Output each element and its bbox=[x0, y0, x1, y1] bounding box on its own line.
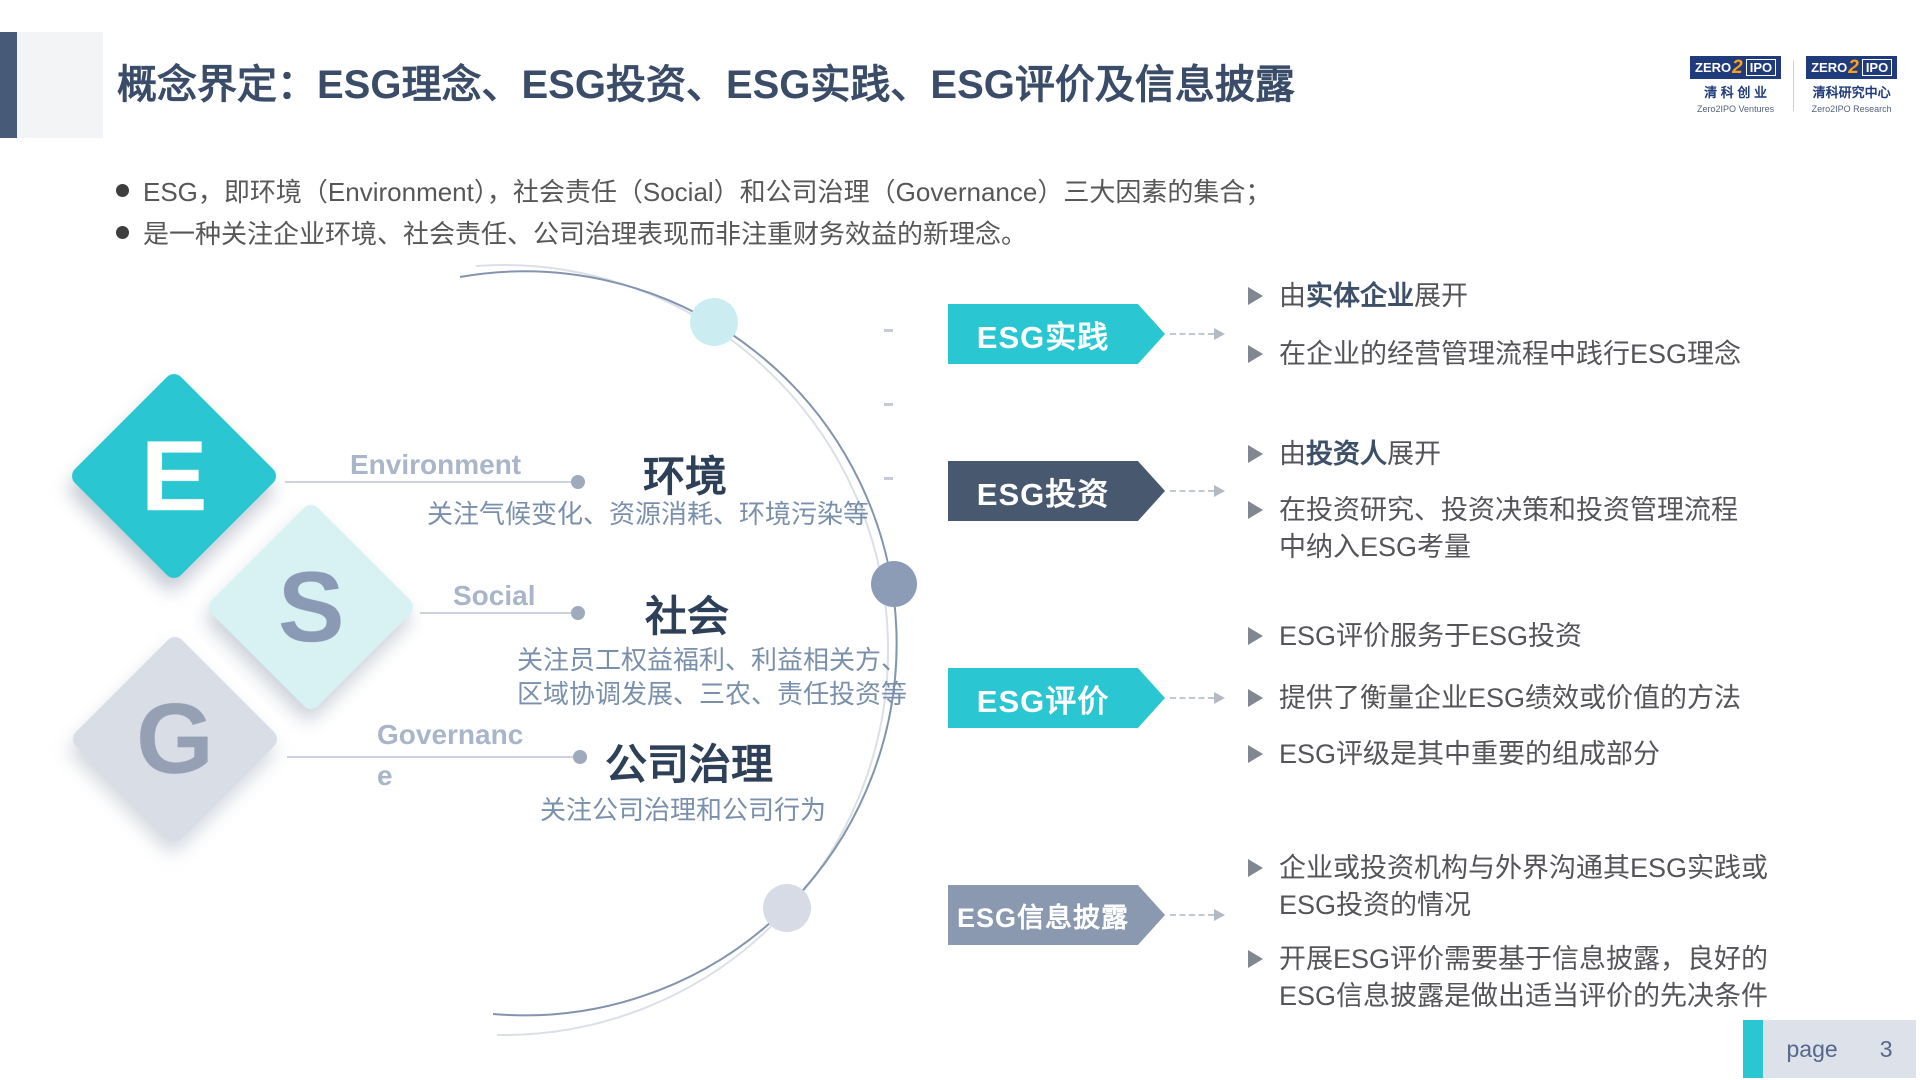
dashed-arrow-icon bbox=[1170, 485, 1225, 497]
point-text: 在投资研究、投资决策和投资管理流程 中纳入ESG考量 bbox=[1279, 495, 1738, 562]
diamond-letter-s: S bbox=[277, 550, 345, 663]
diamond-governance: G bbox=[68, 632, 282, 846]
arrow-bullet-icon bbox=[1248, 627, 1263, 645]
page-title: 概念界定：ESG理念、ESG投资、ESG实践、ESG评价及信息披露 bbox=[117, 63, 1295, 107]
environment-connector-line bbox=[285, 481, 578, 483]
point-text: 开展ESG评价需要基于信息披露，良好的 ESG信息披露是做出适当评价的先决条件 bbox=[1279, 944, 1769, 1011]
governance-connector-line bbox=[287, 756, 580, 758]
logo-ventures-en: Zero2IPO Ventures bbox=[1697, 104, 1775, 114]
arrow-bullet-icon bbox=[1248, 689, 1263, 707]
logo-zero-text: ZERO bbox=[1695, 60, 1732, 75]
heading-social: 社会 bbox=[645, 593, 730, 640]
logo-ipo-text: IPO bbox=[1745, 59, 1777, 76]
point-text: 由实体企业展开 bbox=[1279, 281, 1468, 311]
label-social: Social bbox=[453, 580, 536, 611]
point-text: 在企业的经营管理流程中践行ESG理念 bbox=[1279, 339, 1742, 369]
page-label: page bbox=[1786, 1035, 1838, 1062]
arrow-bullet-icon bbox=[1248, 859, 1263, 877]
heading-governance: 公司治理 bbox=[605, 741, 774, 788]
banner-esg-evaluation: ESG评价 bbox=[948, 668, 1165, 728]
point-practice-1: 由实体企业展开 bbox=[1248, 278, 1468, 315]
arrow-bullet-icon bbox=[1248, 287, 1263, 305]
arc-dot-gray bbox=[763, 884, 811, 932]
point-text: ESG评级是其中重要的组成部分 bbox=[1279, 739, 1661, 769]
arrow-bullet-icon bbox=[1248, 501, 1263, 519]
arc-dot-blue bbox=[871, 561, 917, 607]
desc-social: 关注员工权益福利、利益相关方、 区域协调发展、三农、责任投资等 bbox=[517, 645, 908, 709]
point-text: 由投资人展开 bbox=[1279, 439, 1441, 469]
governance-line-dot bbox=[573, 750, 587, 764]
point-text: ESG评价服务于ESG投资 bbox=[1279, 621, 1583, 651]
social-connector-line bbox=[420, 612, 578, 614]
label-governance-line2: e bbox=[377, 760, 393, 791]
footer-accent bbox=[1743, 1020, 1763, 1078]
logo-two-text: 2 bbox=[1732, 57, 1743, 78]
page-number: 3 bbox=[1879, 1035, 1893, 1062]
bullet-dot-icon bbox=[116, 184, 129, 197]
tick-dash bbox=[884, 403, 893, 406]
header-accent-square bbox=[17, 32, 103, 138]
tick-dash bbox=[884, 329, 893, 332]
dashed-arrow-icon bbox=[1170, 909, 1225, 921]
diamond-social: S bbox=[204, 500, 418, 714]
desc-governance: 关注公司治理和公司行为 bbox=[540, 795, 827, 825]
page-indicator: page 3 bbox=[1763, 1020, 1916, 1078]
header-accent-bar bbox=[0, 32, 17, 138]
point-disclosure-1: 企业或投资机构与外界沟通其ESG实践或 ESG投资的情况 bbox=[1248, 850, 1768, 924]
dashed-arrow-icon bbox=[1170, 328, 1225, 340]
logo-divider bbox=[1793, 61, 1795, 111]
logo-ventures-cn: 清 科 创 业 bbox=[1704, 85, 1767, 100]
logo-two-text: 2 bbox=[1848, 57, 1859, 78]
tick-dash bbox=[884, 477, 893, 480]
intro-bullet-1-text: ESG，即环境（Environment），社会责任（Social）和公司治理（G… bbox=[143, 177, 1272, 207]
point-evaluation-1: ESG评价服务于ESG投资 bbox=[1248, 618, 1582, 655]
banner-esg-disclosure: ESG信息披露 bbox=[948, 885, 1165, 945]
bullet-dot-icon bbox=[116, 226, 129, 239]
diamond-environment: E bbox=[67, 369, 281, 583]
logo-zero-text: ZERO bbox=[1811, 60, 1848, 75]
point-evaluation-3: ESG评级是其中重要的组成部分 bbox=[1248, 736, 1660, 773]
label-environment: Environment bbox=[350, 449, 522, 480]
point-investment-2: 在投资研究、投资决策和投资管理流程 中纳入ESG考量 bbox=[1248, 492, 1738, 566]
intro-bullet-1: ESG，即环境（Environment），社会责任（Social）和公司治理（G… bbox=[116, 172, 1271, 209]
logo-ipo-text: IPO bbox=[1861, 59, 1893, 76]
banner-esg-investment: ESG投资 bbox=[948, 461, 1165, 521]
point-disclosure-2: 开展ESG评价需要基于信息披露，良好的 ESG信息披露是做出适当评价的先决条件 bbox=[1248, 941, 1768, 1015]
desc-environment: 关注气候变化、资源消耗、环境污染等 bbox=[427, 499, 870, 529]
intro-bullet-2-text: 是一种关注企业环境、社会责任、公司治理表现而非注重财务效益的新理念。 bbox=[143, 219, 1028, 249]
point-text: 企业或投资机构与外界沟通其ESG实践或 ESG投资的情况 bbox=[1279, 853, 1769, 920]
logo-research-cn: 清科研究中心 bbox=[1812, 85, 1891, 100]
banner-esg-practice: ESG实践 bbox=[948, 304, 1165, 364]
label-governance-line1: Governanc bbox=[377, 719, 524, 750]
dashed-arrow-icon bbox=[1170, 692, 1225, 704]
diamond-letter-g: G bbox=[136, 682, 214, 795]
environment-line-dot bbox=[571, 475, 585, 489]
diamond-letter-e: E bbox=[140, 419, 208, 532]
arrow-bullet-icon bbox=[1248, 745, 1263, 763]
arrow-bullet-icon bbox=[1248, 345, 1263, 363]
arc-dot-cyan bbox=[690, 298, 738, 346]
arrow-bullet-icon bbox=[1248, 950, 1263, 968]
point-investment-1: 由投资人展开 bbox=[1248, 436, 1441, 473]
logo-research-en: Zero2IPO Research bbox=[1811, 104, 1892, 114]
heading-environment: 环境 bbox=[643, 453, 728, 500]
point-text: 提供了衡量企业ESG绩效或价值的方法 bbox=[1279, 683, 1742, 713]
arrow-bullet-icon bbox=[1248, 445, 1263, 463]
point-evaluation-2: 提供了衡量企业ESG绩效或价值的方法 bbox=[1248, 680, 1741, 717]
point-practice-2: 在企业的经营管理流程中践行ESG理念 bbox=[1248, 336, 1741, 373]
intro-bullet-2: 是一种关注企业环境、社会责任、公司治理表现而非注重财务效益的新理念。 bbox=[116, 214, 1027, 251]
social-line-dot bbox=[571, 606, 585, 620]
